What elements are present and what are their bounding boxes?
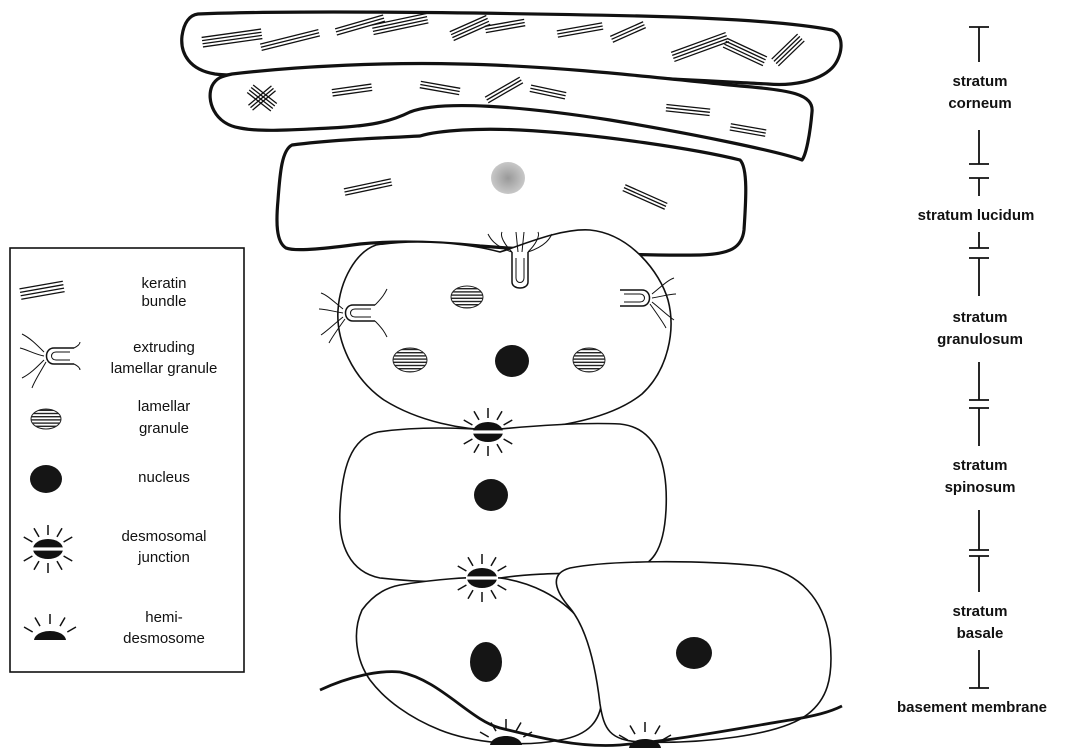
- lucidum-gray-granule: [491, 162, 525, 194]
- lamellar-granule: [393, 348, 427, 372]
- layer-label-spinosum-line1: stratum: [952, 457, 1007, 474]
- nucleus: [676, 637, 712, 669]
- layer-label-basale-line1: stratum: [952, 603, 1007, 620]
- legend-label-line2: junction: [137, 549, 190, 566]
- nucleus: [470, 642, 502, 682]
- nucleus: [495, 345, 529, 377]
- layer-label-basement-membrane: basement membrane: [897, 699, 1047, 716]
- layer-label-basale-line2: basale: [957, 625, 1004, 642]
- legend-label-line1: keratin: [141, 275, 186, 292]
- layer-label-corneum-line2: corneum: [948, 95, 1011, 112]
- layer-label-lucidum: stratum lucidum: [918, 207, 1035, 224]
- legend-lamellar-granule-icon: [31, 409, 61, 429]
- legend-label-line1: nucleus: [138, 469, 190, 486]
- nucleus: [474, 479, 508, 511]
- granulosum-cell: [338, 230, 671, 430]
- legend-label-line2: bundle: [141, 293, 186, 310]
- layer-scale-ticks: [969, 27, 989, 688]
- legend-nucleus-icon: [30, 465, 62, 493]
- layer-label-granulosum-line1: stratum: [952, 309, 1007, 326]
- lamellar-granule: [573, 348, 605, 372]
- legend-label-line1: lamellar: [138, 398, 191, 415]
- layer-label-spinosum-line2: spinosum: [945, 479, 1016, 496]
- legend-label-line2: desmosome: [123, 630, 205, 647]
- lamellar-granule: [451, 286, 483, 308]
- legend-label-line2: lamellar granule: [111, 360, 218, 377]
- legend-label-line1: hemi-: [145, 609, 183, 626]
- legend-label-line1: desmosomal: [121, 528, 206, 545]
- layer-label-granulosum-line2: granulosum: [937, 331, 1023, 348]
- legend-box: [10, 248, 244, 672]
- legend-label-line1: extruding: [133, 339, 195, 356]
- legend-label-line2: granule: [139, 420, 189, 437]
- layer-label-corneum-line1: stratum: [952, 73, 1007, 90]
